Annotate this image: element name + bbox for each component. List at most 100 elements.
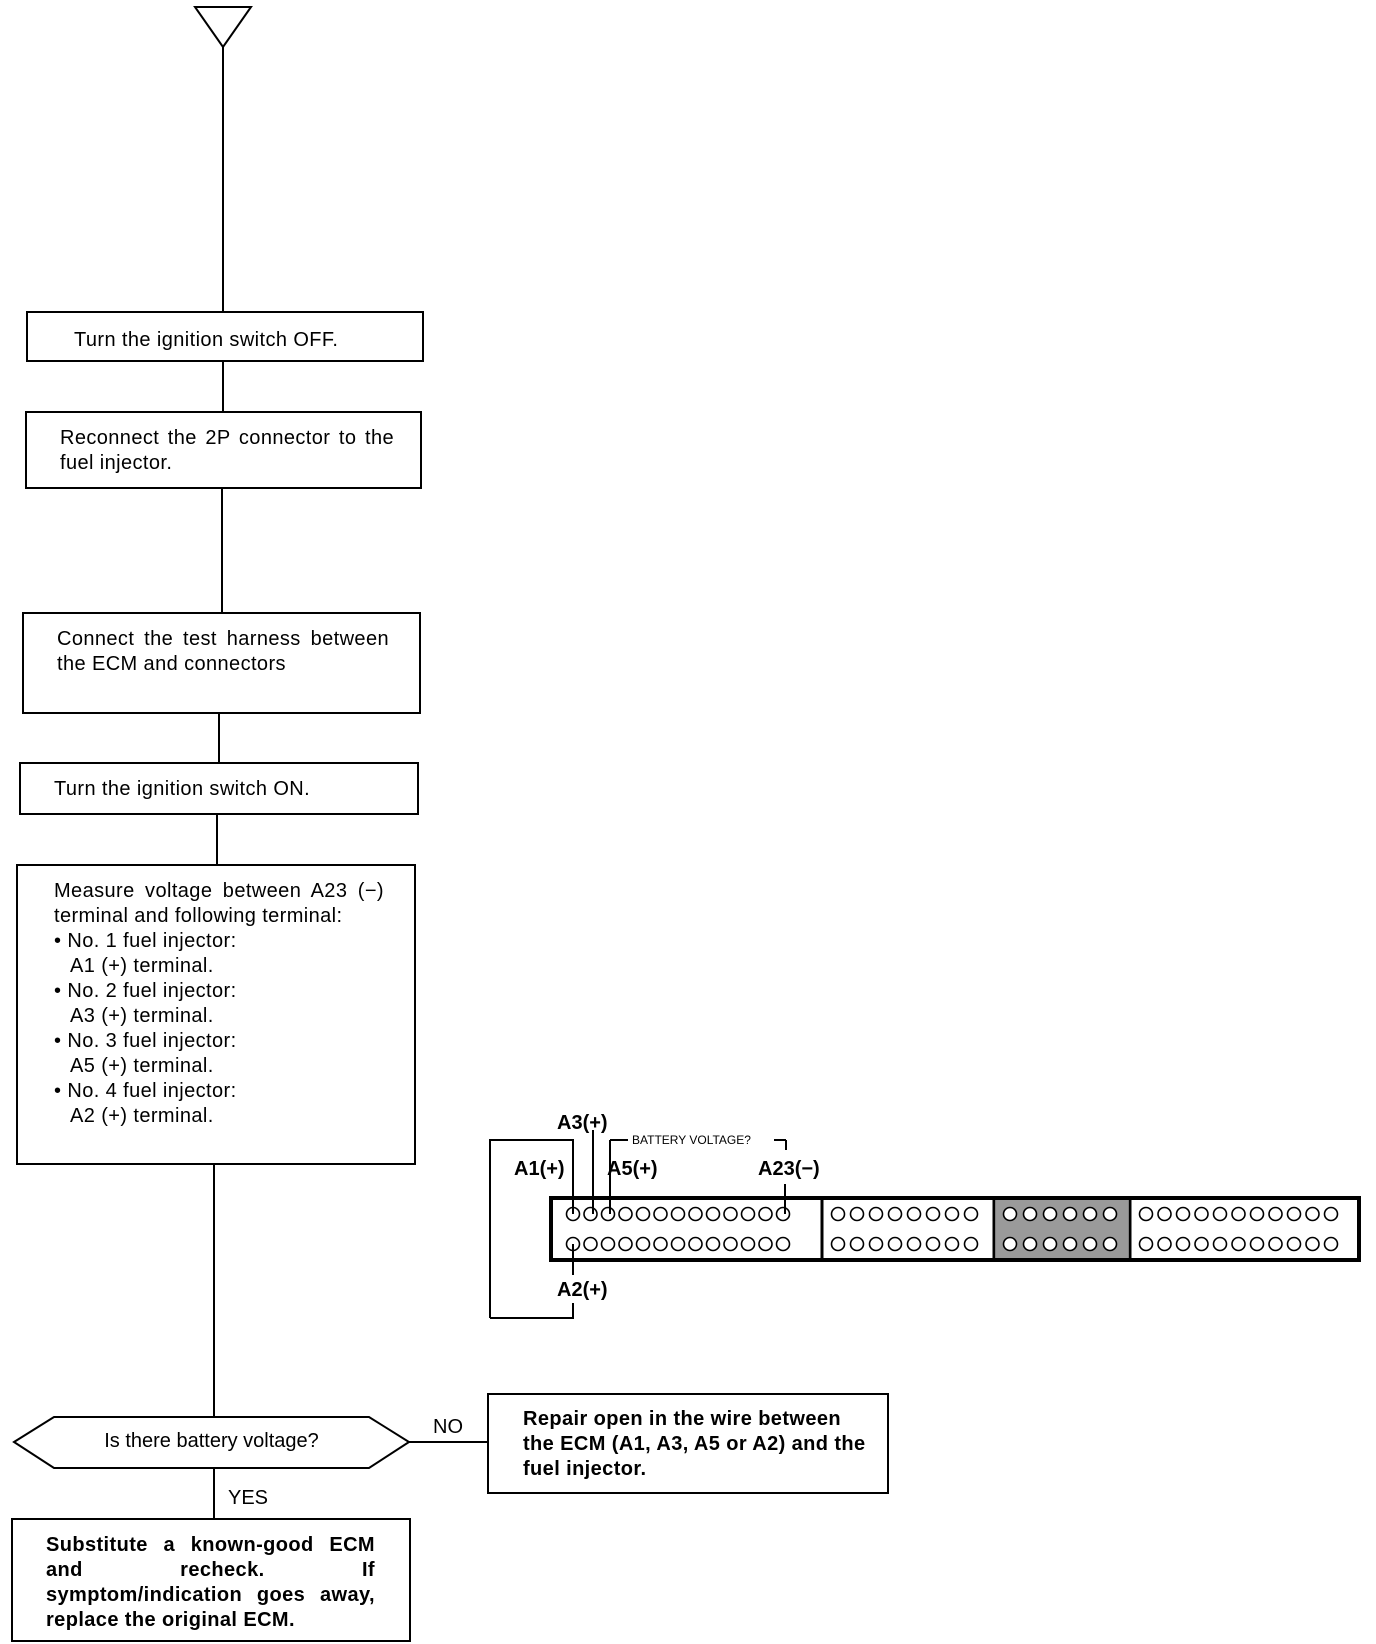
yes-action-box: Substitute a known-good ECM and recheck.… <box>11 1518 411 1642</box>
connector-pin <box>1268 1236 1283 1252</box>
connector-pin <box>849 1206 865 1222</box>
connector-pin <box>583 1236 598 1252</box>
connector-pin <box>618 1236 633 1252</box>
connector-pin <box>1212 1206 1228 1222</box>
connector-pin <box>1249 1206 1265 1222</box>
connector-pin <box>775 1206 791 1222</box>
connector-pin <box>740 1236 756 1252</box>
connector-pin <box>887 1206 903 1222</box>
yes-action-text: Substitute a known-good ECM and recheck.… <box>46 1534 375 1631</box>
connector-pin <box>1323 1236 1339 1252</box>
step-ignition-off: Turn the ignition switch OFF. <box>26 311 424 362</box>
connector-pin <box>1042 1236 1058 1252</box>
connector-pin <box>1286 1206 1302 1222</box>
step-connect-harness: Connect the test harness between the ECM… <box>22 612 421 714</box>
step-ignition-on: Turn the ignition switch ON. <box>19 762 419 815</box>
connector-pin <box>906 1206 922 1222</box>
connector-pin <box>849 1236 865 1252</box>
connector-pin <box>1138 1206 1154 1222</box>
connector-pin <box>1305 1236 1320 1252</box>
connector-pin <box>1102 1236 1118 1252</box>
label-a23: A23(−) <box>758 1158 820 1180</box>
connector-pin <box>1249 1236 1265 1252</box>
connector-pin <box>600 1236 616 1252</box>
connector-pin <box>1002 1236 1018 1252</box>
connector-pin <box>688 1206 703 1222</box>
connector-pin <box>944 1206 960 1222</box>
connector-pin <box>868 1236 884 1252</box>
injector-4-head: • No. 4 fuel injector: <box>54 1080 237 1102</box>
step-reconnect-2p-text: Reconnect the 2P connector to the fuel i… <box>60 427 394 474</box>
injector-4-sub: A2 (+) terminal. <box>70 1105 214 1127</box>
connector-pin <box>705 1206 721 1222</box>
connector-pin <box>1082 1206 1098 1222</box>
injector-2-head: • No. 2 fuel injector: <box>54 980 237 1002</box>
connector-pin <box>1157 1206 1172 1222</box>
injector-1-head: • No. 1 fuel injector: <box>54 930 237 952</box>
connector-pin <box>740 1206 756 1222</box>
no-action-box: Repair open in the wire between the ECM … <box>487 1393 889 1494</box>
connector-pin <box>1323 1206 1339 1222</box>
injector-3-sub: A5 (+) terminal. <box>70 1055 214 1077</box>
label-a5: A5(+) <box>607 1158 658 1180</box>
connector-pin <box>670 1236 686 1252</box>
connector-pin <box>635 1206 651 1222</box>
injector-2-sub: A3 (+) terminal. <box>70 1005 214 1027</box>
connector-pin <box>1157 1236 1172 1252</box>
connector-pin <box>1175 1236 1191 1252</box>
connector-pin <box>1231 1236 1246 1252</box>
connector-pin <box>1194 1236 1209 1252</box>
connector-pin <box>600 1206 616 1222</box>
connector-pin <box>1022 1236 1038 1252</box>
connector-pin <box>868 1206 884 1222</box>
connector-pin <box>653 1236 668 1252</box>
connector-pin <box>1212 1236 1228 1252</box>
connector-pin <box>1175 1206 1191 1222</box>
no-label: NO <box>433 1416 463 1438</box>
connector-pin <box>1194 1206 1209 1222</box>
connector-pin <box>1286 1236 1302 1252</box>
connector-pin <box>670 1206 686 1222</box>
no-action-text: Repair open in the wire between the ECM … <box>523 1408 866 1480</box>
connector-pin <box>1138 1236 1154 1252</box>
connector-pin <box>1062 1236 1078 1252</box>
connector-pin <box>723 1206 738 1222</box>
connector-pin <box>906 1236 922 1252</box>
entry-triangle <box>193 6 253 49</box>
injector-1-sub: A1 (+) terminal. <box>70 955 214 977</box>
label-a3: A3(+) <box>557 1112 608 1134</box>
connector-pin <box>1082 1236 1098 1252</box>
step-connect-harness-text: Connect the test harness between the ECM… <box>57 628 389 675</box>
connector-pin <box>1042 1206 1058 1222</box>
connector-pin <box>963 1236 979 1252</box>
connector-pin <box>1062 1206 1078 1222</box>
label-a1: A1(+) <box>514 1158 565 1180</box>
label-battery-voltage: BATTERY VOLTAGE? <box>632 1133 751 1147</box>
connector-pin <box>1002 1206 1018 1222</box>
connector-pin <box>758 1206 773 1222</box>
connector-pin <box>653 1206 668 1222</box>
connector-pin <box>925 1206 941 1222</box>
connector-pin <box>887 1236 903 1252</box>
connector-pin <box>635 1236 651 1252</box>
connector-pin <box>925 1236 941 1252</box>
ecm-connector <box>489 1130 1361 1319</box>
connector-pin <box>944 1236 960 1252</box>
connector-pin <box>830 1236 846 1252</box>
measure-intro: Measure voltage between A23 (−) terminal… <box>54 880 384 927</box>
decision-text: Is there battery voltage? <box>104 1430 319 1452</box>
step-ignition-on-text: Turn the ignition switch ON. <box>54 778 311 800</box>
step-ignition-off-text: Turn the ignition switch OFF. <box>74 329 339 351</box>
connector-pin <box>1022 1206 1038 1222</box>
label-a2: A2(+) <box>557 1279 608 1301</box>
connector-pin <box>775 1236 791 1252</box>
connector-pin <box>830 1206 846 1222</box>
connector-pin <box>583 1206 598 1222</box>
connector-pin <box>723 1236 738 1252</box>
step-measure-voltage: Measure voltage between A23 (−) terminal… <box>16 864 416 1165</box>
connector-pin <box>1305 1206 1320 1222</box>
yes-label: YES <box>228 1487 269 1509</box>
connector-pin <box>1231 1206 1246 1222</box>
